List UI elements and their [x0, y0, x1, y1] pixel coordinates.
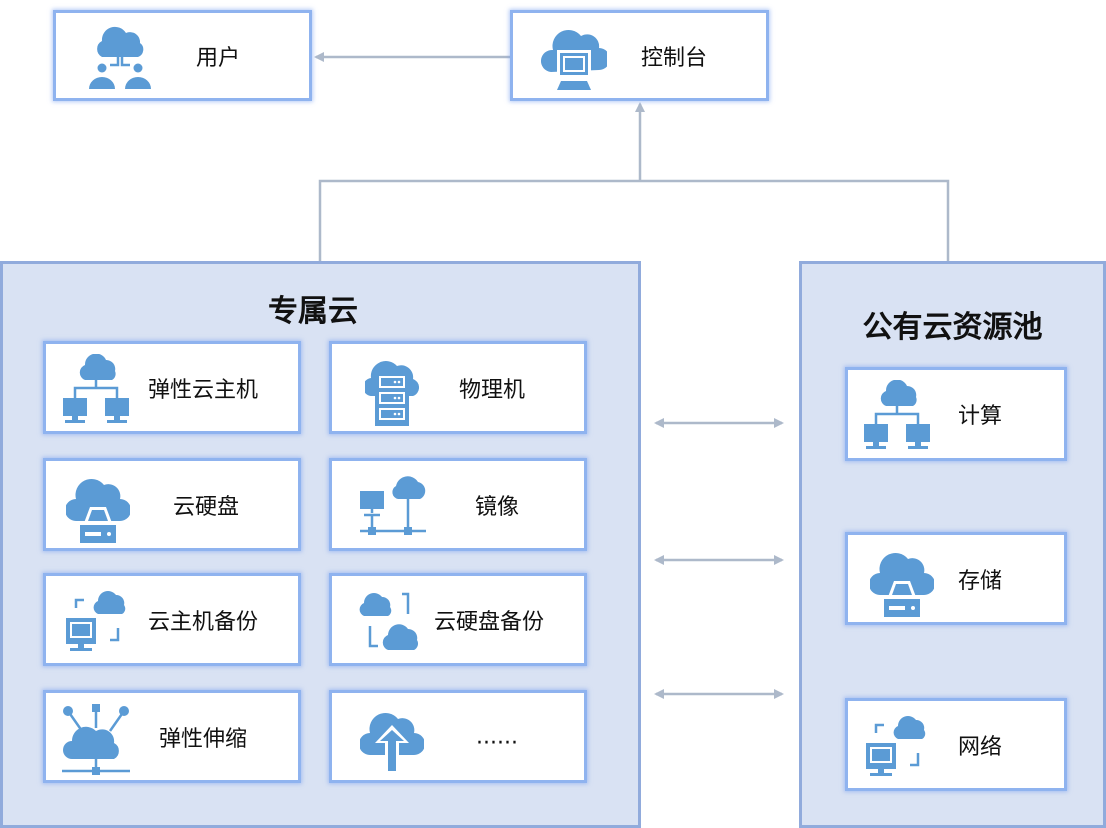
dedicated-item-auto-scaling[interactable]: 弹性伸缩	[43, 690, 301, 783]
cloud-server-rack-icon	[365, 361, 419, 426]
groups-to-console-connector	[318, 179, 950, 262]
item-label: 物理机	[459, 377, 526, 403]
item-label: 弹性云主机	[148, 377, 259, 403]
item-label: 云硬盘备份	[434, 609, 545, 635]
cloud-hosts-icon	[864, 380, 930, 449]
item-label: 存储	[958, 568, 1003, 594]
cloud-users-icon	[89, 26, 151, 89]
dedicated-item-more[interactable]: ......	[329, 690, 587, 783]
dedicated-item-disk-backup[interactable]: 云硬盘备份	[329, 573, 587, 666]
user-node[interactable]: 用户	[53, 10, 312, 101]
console-node[interactable]: 控制台	[510, 10, 769, 101]
item-label: 镜像	[475, 494, 520, 520]
disk-backup-icon	[359, 592, 419, 650]
item-label: ......	[476, 724, 518, 749]
auto-scaling-icon	[62, 704, 130, 775]
host-backup-icon	[66, 591, 126, 651]
cloud-disk-icon	[870, 553, 934, 617]
item-label: 计算	[958, 404, 1003, 429]
dedicated-item-cloud-disk[interactable]: 云硬盘	[43, 458, 301, 551]
dedicated-item-physical-machine[interactable]: 物理机	[329, 341, 587, 434]
cloud-disk-icon	[66, 479, 130, 543]
console-label: 控制台	[641, 45, 708, 71]
public-item-storage[interactable]: 存储	[845, 532, 1067, 625]
dedicated-item-elastic-host[interactable]: 弹性云主机	[43, 341, 301, 434]
item-label: 云主机备份	[148, 609, 259, 635]
dedicated-item-image[interactable]: 镜像	[329, 458, 587, 551]
image-network-icon	[360, 476, 426, 535]
public-item-network[interactable]: 网络	[845, 698, 1067, 791]
user-label: 用户	[196, 45, 241, 71]
dedicated-cloud-title: 专属云	[268, 294, 358, 329]
cloud-monitor-icon	[541, 30, 607, 90]
cloud-upload-icon	[360, 713, 424, 771]
item-label: 云硬盘	[173, 494, 240, 520]
public-pool-title: 公有云资源池	[862, 310, 1043, 345]
cloud-hosts-icon	[63, 354, 129, 423]
item-label: 弹性伸缩	[159, 726, 248, 752]
dedicated-item-host-backup[interactable]: 云主机备份	[43, 573, 301, 666]
public-item-compute[interactable]: 计算	[845, 367, 1067, 461]
host-backup-icon	[866, 716, 926, 776]
item-label: 网络	[958, 734, 1003, 760]
